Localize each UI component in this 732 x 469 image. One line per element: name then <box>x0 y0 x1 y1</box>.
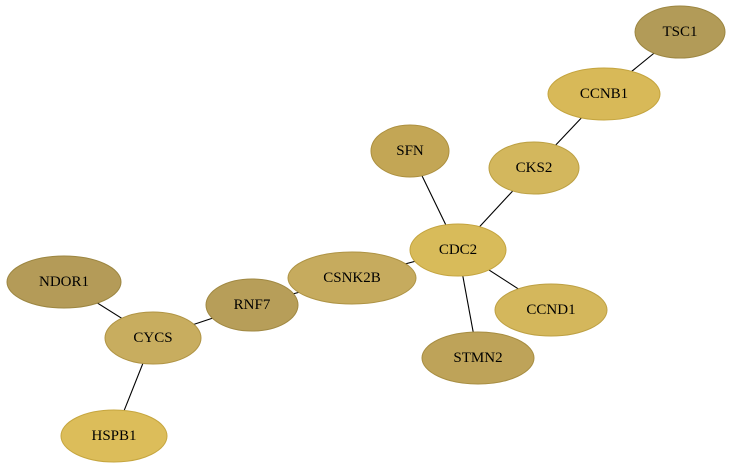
node-shape-ccnd1 <box>494 283 608 337</box>
node-label-csnk2b: CSNK2B <box>323 270 381 286</box>
node-cycs[interactable]: CYCS <box>104 311 202 365</box>
node-label-cdc2: CDC2 <box>439 242 477 258</box>
node-rnf7[interactable]: RNF7 <box>205 278 299 332</box>
node-shape-cycs <box>104 311 202 365</box>
node-label-ccnd1: CCND1 <box>526 302 575 318</box>
node-shape-cks2 <box>488 141 580 195</box>
node-tsc1[interactable]: TSC1 <box>634 5 726 59</box>
node-label-ndor1: NDOR1 <box>39 274 89 290</box>
node-label-cks2: CKS2 <box>516 160 553 176</box>
node-label-cycs: CYCS <box>133 330 172 346</box>
node-sfn[interactable]: SFN <box>370 124 450 178</box>
node-shape-csnk2b <box>287 251 417 305</box>
node-label-rnf7: RNF7 <box>234 297 271 313</box>
node-cks2[interactable]: CKS2 <box>488 141 580 195</box>
node-ccnb1[interactable]: CCNB1 <box>547 67 661 121</box>
node-label-hspb1: HSPB1 <box>91 428 136 444</box>
node-stmn2[interactable]: STMN2 <box>421 331 535 385</box>
node-label-tsc1: TSC1 <box>662 24 697 40</box>
node-label-sfn: SFN <box>396 143 424 159</box>
node-label-ccnb1: CCNB1 <box>580 86 628 102</box>
node-shape-rnf7 <box>205 278 299 332</box>
node-shape-ccnb1 <box>547 67 661 121</box>
node-shape-sfn <box>370 124 450 178</box>
node-shape-hspb1 <box>60 409 168 463</box>
node-shape-cdc2 <box>409 223 507 277</box>
node-hspb1[interactable]: HSPB1 <box>60 409 168 463</box>
node-csnk2b[interactable]: CSNK2B <box>287 251 417 305</box>
node-shape-stmn2 <box>421 331 535 385</box>
node-label-stmn2: STMN2 <box>453 350 502 366</box>
node-cdc2[interactable]: CDC2 <box>409 223 507 277</box>
node-shape-tsc1 <box>634 5 726 59</box>
node-ccnd1[interactable]: CCND1 <box>494 283 608 337</box>
node-shape-ndor1 <box>6 255 122 309</box>
node-ndor1[interactable]: NDOR1 <box>6 255 122 309</box>
